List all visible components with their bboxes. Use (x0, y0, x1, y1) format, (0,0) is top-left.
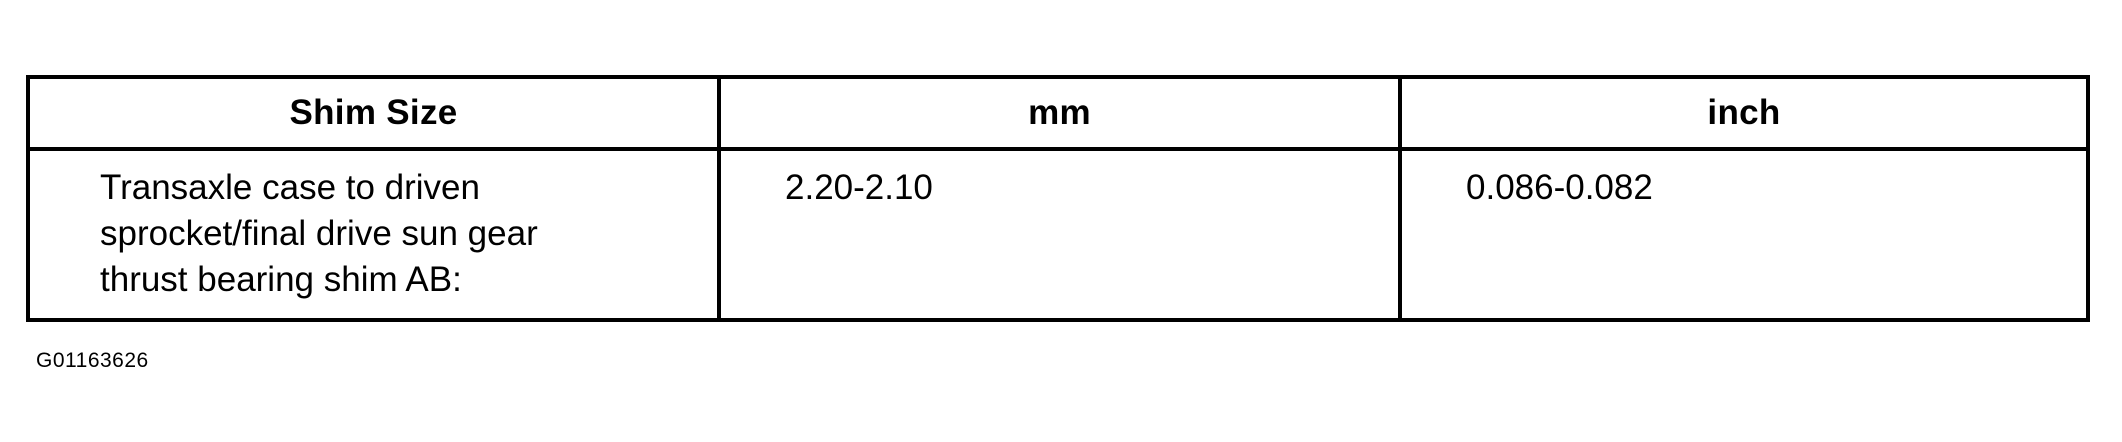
header-shim-size: Shim Size (26, 75, 721, 151)
table-header-row: Shim Size mm inch (26, 75, 2090, 151)
inch-value-cell: 0.086-0.082 (1398, 147, 2090, 322)
description-line: Transaxle case to driven (100, 168, 480, 207)
mm-value-cell: 2.20-2.10 (717, 147, 1402, 322)
shim-size-spec-table: Shim Size mm inch Transaxle case to driv… (26, 75, 2090, 322)
shim-description-cell: Transaxle case to driven sprocket/final … (26, 147, 721, 322)
figure-id-label: G01163626 (36, 349, 149, 372)
header-inch: inch (1398, 75, 2090, 151)
header-mm: mm (717, 75, 1402, 151)
description-line: sprocket/final drive sun gear (100, 214, 538, 253)
description-line: thrust bearing shim AB: (100, 260, 462, 299)
table-row: Transaxle case to driven sprocket/final … (26, 147, 2090, 322)
